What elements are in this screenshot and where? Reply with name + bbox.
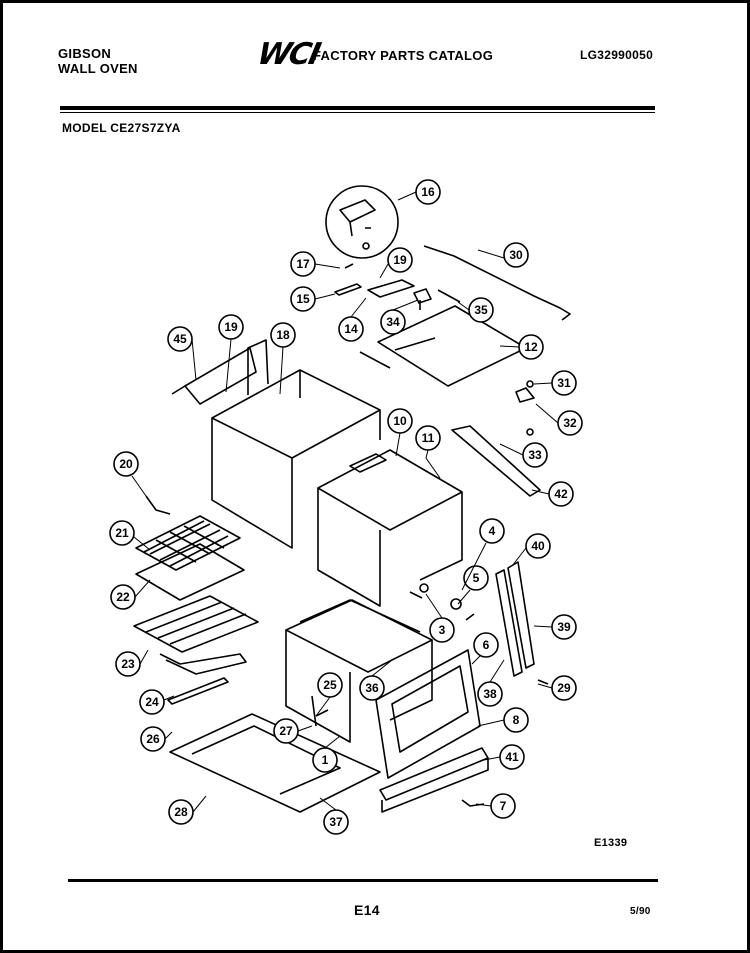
callout: 16 — [415, 179, 441, 205]
callout: 20 — [113, 451, 139, 477]
callout: 19 — [218, 314, 244, 340]
svg-text:6: 6 — [483, 638, 490, 652]
callout: 38 — [477, 681, 503, 707]
svg-text:15: 15 — [296, 292, 310, 306]
svg-text:16: 16 — [421, 185, 435, 199]
callout: 17 — [290, 251, 316, 277]
svg-text:41: 41 — [505, 750, 519, 764]
svg-text:27: 27 — [279, 724, 293, 738]
svg-text:23: 23 — [121, 657, 135, 671]
callout: 42 — [548, 481, 574, 507]
callout: 10 — [387, 408, 413, 434]
callout: 15 — [290, 286, 316, 312]
callout: 21 — [109, 520, 135, 546]
callout: 41 — [499, 744, 525, 770]
svg-text:7: 7 — [500, 799, 507, 813]
svg-text:20: 20 — [119, 457, 133, 471]
callout: 11 — [415, 425, 441, 451]
svg-text:40: 40 — [531, 539, 545, 553]
svg-text:42: 42 — [554, 487, 568, 501]
callout: 23 — [115, 651, 141, 677]
header-rule — [60, 106, 655, 110]
svg-text:12: 12 — [524, 340, 538, 354]
callout: 22 — [110, 584, 136, 610]
diagram-code: E1339 — [594, 837, 628, 849]
callout: 24 — [139, 689, 165, 715]
page-number: E14 — [354, 902, 380, 918]
svg-text:33: 33 — [528, 448, 542, 462]
svg-text:24: 24 — [145, 695, 159, 709]
callout: 32 — [557, 410, 583, 436]
callout: 25 — [317, 672, 343, 698]
callout: 5 — [463, 565, 489, 591]
callout: 36 — [359, 675, 385, 701]
svg-text:29: 29 — [557, 681, 571, 695]
svg-text:26: 26 — [146, 732, 160, 746]
svg-text:21: 21 — [115, 526, 129, 540]
product-type: WALL OVEN — [58, 61, 138, 76]
footer-rule — [68, 879, 658, 882]
callout: 27 — [273, 718, 299, 744]
svg-text:22: 22 — [116, 590, 130, 604]
svg-text:32: 32 — [563, 416, 577, 430]
svg-text:1: 1 — [322, 753, 329, 767]
callout: 39 — [551, 614, 577, 640]
brand-block: GIBSON WALL OVEN — [58, 46, 138, 76]
svg-text:37: 37 — [329, 815, 343, 829]
catalog-title: FACTORY PARTS CATALOG — [313, 48, 494, 63]
svg-text:30: 30 — [509, 248, 523, 262]
svg-text:11: 11 — [422, 431, 435, 445]
callout: 30 — [503, 242, 529, 268]
callout: 18 — [270, 322, 296, 348]
svg-text:31: 31 — [557, 376, 571, 390]
callout: 37 — [323, 809, 349, 835]
callout: 31 — [551, 370, 577, 396]
callout: 3 — [429, 617, 455, 643]
svg-text:36: 36 — [365, 681, 379, 695]
callout: 1 — [312, 747, 338, 773]
callout: 26 — [140, 726, 166, 752]
callout: 29 — [551, 675, 577, 701]
svg-text:34: 34 — [386, 315, 400, 329]
callout: 7 — [490, 793, 516, 819]
svg-text:28: 28 — [174, 805, 188, 819]
callout: 4 — [479, 518, 505, 544]
svg-text:45: 45 — [173, 332, 187, 346]
svg-text:38: 38 — [483, 687, 497, 701]
svg-text:5: 5 — [473, 571, 480, 585]
svg-text:19: 19 — [393, 253, 407, 267]
callout: 6 — [473, 632, 499, 658]
revision-date: 5/90 — [630, 906, 651, 917]
svg-text:39: 39 — [557, 620, 571, 634]
svg-text:14: 14 — [344, 322, 358, 336]
callout: 14 — [338, 316, 364, 342]
svg-text:17: 17 — [296, 257, 310, 271]
brand-name: GIBSON — [58, 46, 112, 61]
callout: 19 — [387, 247, 413, 273]
callout: 28 — [168, 799, 194, 825]
model-number: MODEL CE27S7ZYA — [62, 121, 181, 135]
catalog-number: LG32990050 — [580, 48, 654, 62]
callout: 45 — [167, 326, 193, 352]
svg-text:8: 8 — [513, 713, 520, 727]
callout: 33 — [522, 442, 548, 468]
callout: 8 — [503, 707, 529, 733]
svg-text:10: 10 — [393, 414, 407, 428]
svg-text:4: 4 — [489, 524, 496, 538]
svg-text:3: 3 — [439, 623, 446, 637]
header-rule-thin — [60, 112, 655, 113]
detail-circle — [325, 185, 399, 259]
svg-text:18: 18 — [276, 328, 290, 342]
svg-text:19: 19 — [224, 320, 238, 334]
callout: 34 — [380, 309, 406, 335]
callout: 40 — [525, 533, 551, 559]
svg-text:25: 25 — [323, 678, 337, 692]
callout: 35 — [468, 297, 494, 323]
callout: 12 — [518, 334, 544, 360]
svg-text:35: 35 — [474, 303, 488, 317]
